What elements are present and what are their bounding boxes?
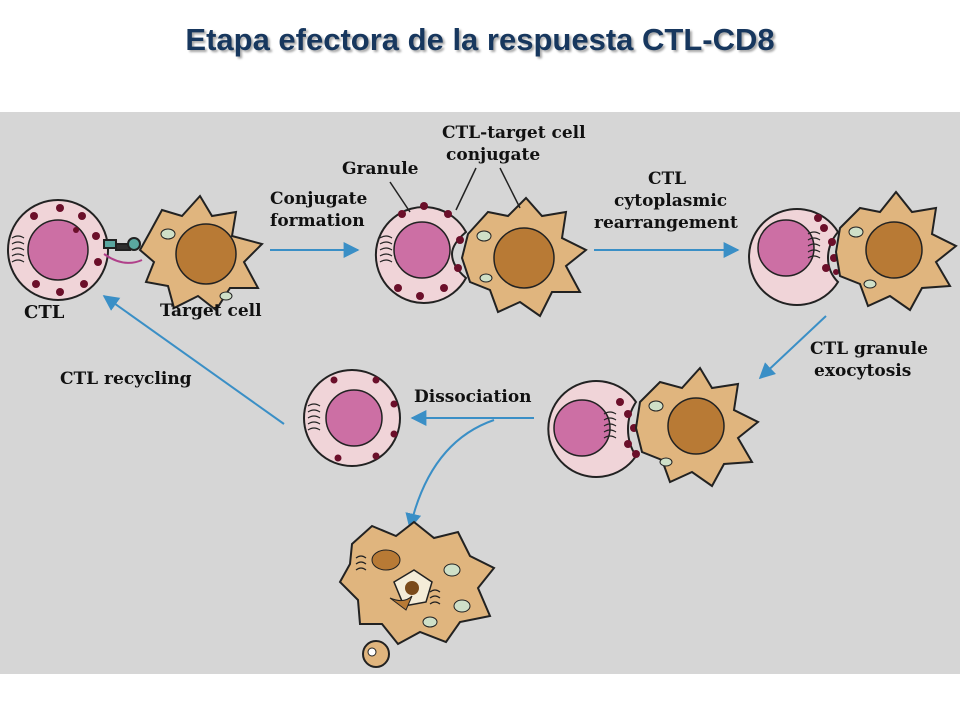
stage1-target-cell <box>138 194 264 312</box>
stage3-target-cell <box>834 190 958 312</box>
label-dissociation: Dissociation <box>414 387 532 407</box>
label-target-cell: Target cell <box>160 301 262 321</box>
stage3-ctl-cell <box>748 208 840 306</box>
label-formation: formation <box>270 211 365 231</box>
stage5-ctl-cell <box>303 369 401 467</box>
arrow-to-dying-cell <box>405 419 495 530</box>
granules <box>30 204 102 296</box>
stage2-target-cell <box>460 196 588 318</box>
label-ctl: CTL <box>24 302 65 323</box>
label-exocytosis: exocytosis <box>814 361 911 381</box>
ctl-killing-diagram: CTL Target cell Conjugate formation Gran… <box>0 112 960 674</box>
label-ctl-recycling: CTL recycling <box>60 369 192 389</box>
apoptotic-target-cell <box>338 520 496 668</box>
arrow-recycling <box>102 295 285 425</box>
slide-title: Etapa efectora de la respuesta CTL-CD8 <box>185 22 775 57</box>
golgi-icon <box>11 235 25 263</box>
label-granule: Granule <box>342 159 419 179</box>
label-ctl-granule: CTL granule <box>810 339 928 359</box>
stage2-ctl-cell <box>374 202 468 304</box>
label-rearrangement: rearrangement <box>594 213 738 233</box>
label-conjugate-noun: conjugate <box>446 145 540 165</box>
receptor-binding-icon <box>103 237 141 251</box>
stage4-ctl-cell <box>547 380 647 478</box>
arrow-exocytosis <box>758 315 827 380</box>
stage4-target-cell <box>634 366 760 488</box>
label-cytoplasmic: cytoplasmic <box>614 191 727 211</box>
label-rearr-ctl: CTL <box>648 169 686 189</box>
stage1-ctl-cell <box>7 199 143 301</box>
label-ctl-target-cell: CTL-target cell <box>442 123 586 143</box>
label-conjugate: Conjugate <box>270 189 367 209</box>
